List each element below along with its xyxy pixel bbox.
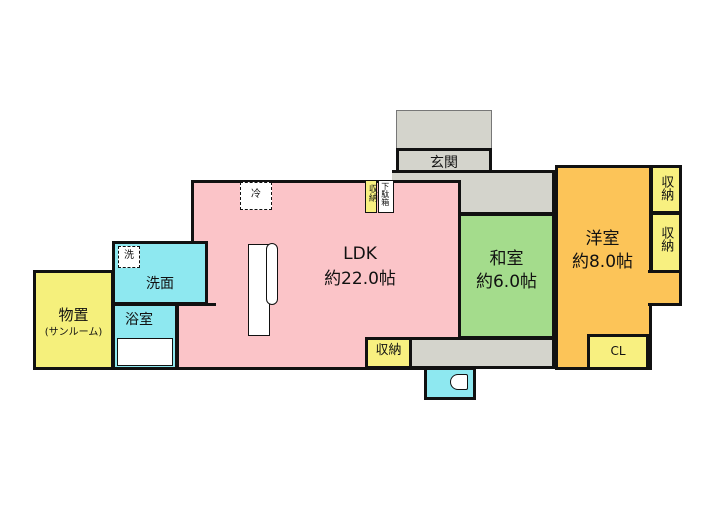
toilet-icon: [450, 374, 468, 390]
ldk-size: 約22.0帖: [324, 269, 396, 289]
storage-right-lower: [650, 212, 682, 273]
washer-space: [118, 246, 140, 268]
storage-room-label: 物置: [58, 306, 89, 324]
storage-small: [365, 180, 377, 213]
kitchen-island: [266, 243, 278, 305]
porch: [396, 110, 492, 150]
storage-right-upper-label: 収納: [658, 175, 674, 201]
japanese-room-size: 約6.0帖: [475, 272, 538, 292]
shoe-box: [378, 180, 394, 213]
lower-hallway: [409, 337, 555, 369]
fridge-label: 冷: [251, 189, 261, 200]
japanese-room: [458, 213, 555, 339]
storage-lower: [365, 337, 412, 369]
ldk-lower-extension: [176, 303, 216, 370]
storage-right-lower-label: 収納: [658, 226, 674, 252]
japanese-room-label: 和室: [489, 249, 524, 269]
western-room-size: 約8.0帖: [571, 252, 634, 272]
storage-lower-label: 収納: [375, 343, 402, 358]
washroom-label: 洗面: [146, 276, 174, 292]
fridge-space: [240, 182, 272, 210]
closet: [587, 334, 649, 370]
washroom: [112, 241, 208, 305]
closet-label: CL: [610, 344, 626, 358]
ldk-label: LDK: [343, 244, 377, 264]
washer-label: 洗: [124, 250, 134, 261]
shoe-box-label: 下駄箱: [380, 182, 390, 206]
storage-small-label: 収納: [366, 184, 377, 202]
bathtub: [117, 338, 173, 366]
storage-room: [33, 270, 114, 370]
western-room-alcove: [648, 270, 682, 306]
bathroom-label: 浴室: [125, 312, 153, 328]
storage-room-sublabel: (サンルーム): [44, 327, 103, 338]
western-room-label: 洋室: [585, 229, 620, 249]
entrance-label: 玄関: [430, 155, 458, 171]
